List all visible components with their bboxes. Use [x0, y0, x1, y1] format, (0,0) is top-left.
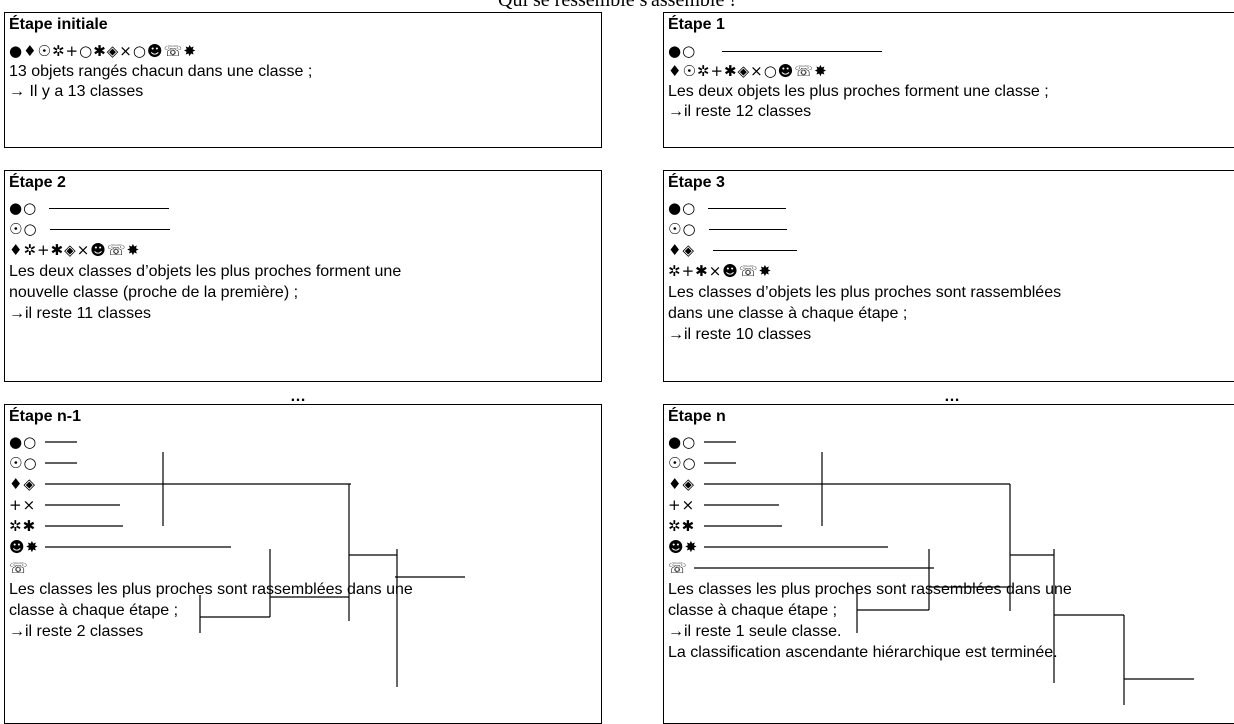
description-line: classe à chaque étape ;	[668, 602, 838, 619]
description-line: → Il y a 13 classes	[9, 83, 144, 100]
dendrogram-leaf: ●○	[668, 433, 697, 451]
symbols-row: ✲+✱×☻☏✸	[668, 262, 773, 280]
panel-etape-3: Étape 3 ●○ ☉○ ♦◈ ✲+✱×☻☏✸ Les classes d’o…	[663, 170, 1234, 382]
dendrogram-leaf: ☉○	[668, 454, 697, 472]
dendrogram-links	[45, 441, 465, 687]
dendrogram-leaf: ☏	[668, 559, 688, 577]
description-line: Les deux classes d’objets les plus proch…	[9, 263, 402, 280]
description-line: →il reste 12 classes	[668, 103, 812, 120]
description-line: →il reste 2 classes	[9, 623, 144, 640]
group-link-line	[712, 250, 797, 252]
group-link-line	[722, 51, 883, 53]
dendrogram-leaf: ☻✸	[9, 538, 40, 556]
panel-etape-n-1: Étape n-1 ●○ ☉○ ♦◈ +× ✲✱ ☻✸ ☏ Les classe…	[4, 404, 602, 724]
description-line: Les classes d’objets les plus proches so…	[668, 284, 1062, 301]
panel-etape-2: Étape 2 ●○ ☉○ ♦✲+✱◈×☻☏✸ Les deux classes…	[4, 170, 602, 382]
group-row: ●○	[668, 198, 787, 219]
symbols-row: ♦☉✲+✱◈×○☻☏✸	[668, 62, 828, 80]
dendrogram-leaf: ☉○	[9, 454, 38, 472]
group-row: ●○	[668, 41, 883, 62]
dendrogram-leaf: +×	[9, 496, 37, 514]
dendrogram	[45, 441, 465, 687]
group-symbols: ●○	[9, 199, 38, 217]
group-row: ☉○	[668, 219, 787, 240]
description-line: Les classes les plus proches sont rassem…	[9, 581, 413, 598]
panel-title: Étape 1	[668, 16, 725, 33]
description-line: →il reste 11 classes	[9, 305, 151, 322]
description-line: classe à chaque étape ;	[9, 602, 179, 619]
dendrogram-leaf: ●○	[9, 433, 38, 451]
group-row: ♦◈	[668, 240, 797, 261]
description-line: Les deux objets les plus proches forment…	[668, 83, 1049, 100]
group-symbols: ●○	[668, 42, 697, 60]
dendrogram-leaf: ☻✸	[668, 538, 699, 556]
description-line: →il reste 1 seule classe.	[668, 623, 842, 640]
description-line: Les classes les plus proches sont rassem…	[668, 581, 1072, 598]
description-line: →il reste 10 classes	[668, 326, 812, 343]
panel-title: Étape initiale	[9, 16, 108, 33]
panel-title: Étape 3	[668, 174, 725, 191]
description-line: La classification ascendante hiérarchiqu…	[668, 644, 1058, 661]
symbols-row: ♦✲+✱◈×☻☏✸	[9, 241, 141, 259]
dendrogram-leaf: ✲✱	[9, 517, 37, 535]
dendrogram-leaf: ♦◈	[668, 475, 695, 493]
panel-title: Étape 2	[9, 174, 66, 191]
ellipsis-left: …	[290, 388, 306, 405]
panel-etape-n: Étape n ●○ ☉○ ♦◈ +× ✲✱ ☻✸ ☏ Les classes …	[663, 404, 1234, 724]
group-link-line	[49, 208, 170, 210]
dendrogram-leaf: +×	[668, 496, 696, 514]
description-line: dans une classe à chaque étape ;	[668, 305, 908, 322]
panel-title: Étape n	[668, 408, 726, 425]
ellipsis-right: …	[944, 388, 960, 405]
group-symbols: ☉○	[668, 220, 697, 238]
panel-etape-initiale: Étape initiale ●♦☉✲+○✱◈×○☻☏✸ 13 objets r…	[4, 12, 602, 148]
description-line: 13 objets rangés chacun dans une classe …	[9, 63, 313, 80]
group-row: ●○	[9, 198, 170, 219]
group-link-line	[49, 229, 170, 231]
dendrogram-leaf: ☏	[9, 559, 29, 577]
description-line: nouvelle classe (proche de la première) …	[9, 284, 299, 301]
dendrogram-leaf: ♦◈	[9, 475, 36, 493]
symbols-row: ●♦☉✲+○✱◈×○☻☏✸	[9, 42, 197, 60]
group-symbols: ♦◈	[668, 241, 695, 259]
group-row: ☉○	[9, 219, 170, 240]
dendrogram-links	[694, 441, 1194, 705]
panel-etape-1: Étape 1 ●○ ♦☉✲+✱◈×○☻☏✸ Les deux objets l…	[663, 12, 1234, 148]
panel-title: Étape n-1	[9, 408, 82, 425]
page-title: Qui se ressemble s'assemble !	[498, 0, 736, 11]
group-link-line	[708, 229, 787, 231]
group-symbols: ☉○	[9, 220, 38, 238]
group-link-line	[708, 208, 787, 210]
dendrogram	[694, 441, 1194, 705]
group-symbols: ●○	[668, 199, 697, 217]
dendrogram-leaf: ✲✱	[668, 517, 696, 535]
